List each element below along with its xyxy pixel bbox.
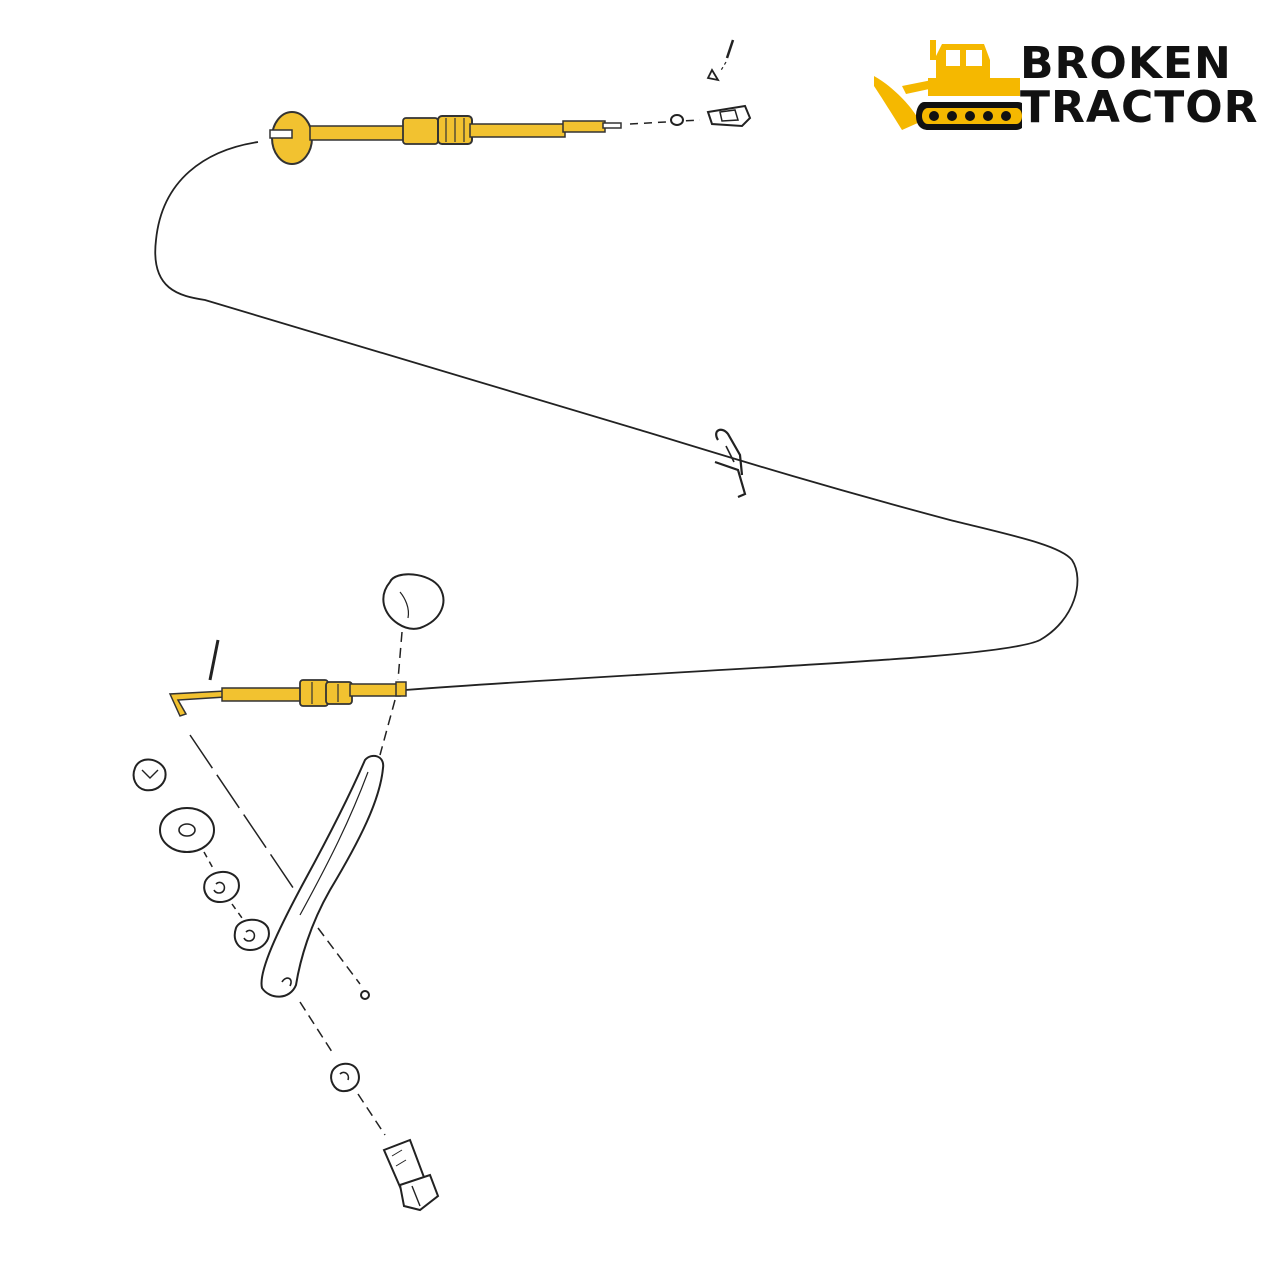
upper-adjuster-nut [402, 117, 439, 145]
cable-clip [714, 428, 747, 499]
bulldozer-icon [874, 40, 1022, 130]
upper-cotter-pin [706, 68, 720, 82]
upper-clevis-pin [725, 39, 735, 59]
upper-cable-sleeve [309, 125, 406, 141]
lower-cable-end-assembly [168, 679, 407, 717]
bolt-washer [330, 1062, 360, 1093]
lower-cable-tube [349, 683, 401, 697]
broken-tractor-logo: BROKEN TRACTOR [872, 36, 1262, 136]
control-knob [382, 573, 445, 630]
upper-cable-end-assembly [269, 111, 622, 165]
brand-name-line-2: TRACTOR [1020, 82, 1259, 133]
control-cable [154, 141, 1079, 691]
lower-cable-end-ferrule [395, 681, 407, 697]
spring-washer-1 [203, 871, 240, 904]
lower-cotter-pin [360, 990, 370, 1000]
lower-cable-sleeve [221, 687, 305, 702]
lower-adjuster-nut [299, 679, 329, 707]
lower-hook-pin [208, 639, 220, 681]
hex-bolt [382, 1138, 440, 1212]
upper-clevis [706, 104, 752, 128]
lower-cable-hook [168, 690, 226, 717]
upper-cable-tube [469, 123, 566, 138]
spring-washer-2 [233, 918, 270, 952]
lower-lock-nut [325, 681, 353, 705]
upper-flange-slot [269, 129, 293, 139]
control-lever-arm [260, 754, 385, 998]
upper-cable-ferrule [562, 120, 606, 133]
upper-jam-nut [670, 114, 684, 126]
flat-washer [159, 807, 215, 853]
brand-name-line-1: BROKEN [1020, 38, 1232, 89]
lever-hub-nut [132, 758, 167, 792]
brand-name: BROKEN TRACTOR [1020, 42, 1259, 130]
upper-inner-rod [602, 122, 622, 129]
